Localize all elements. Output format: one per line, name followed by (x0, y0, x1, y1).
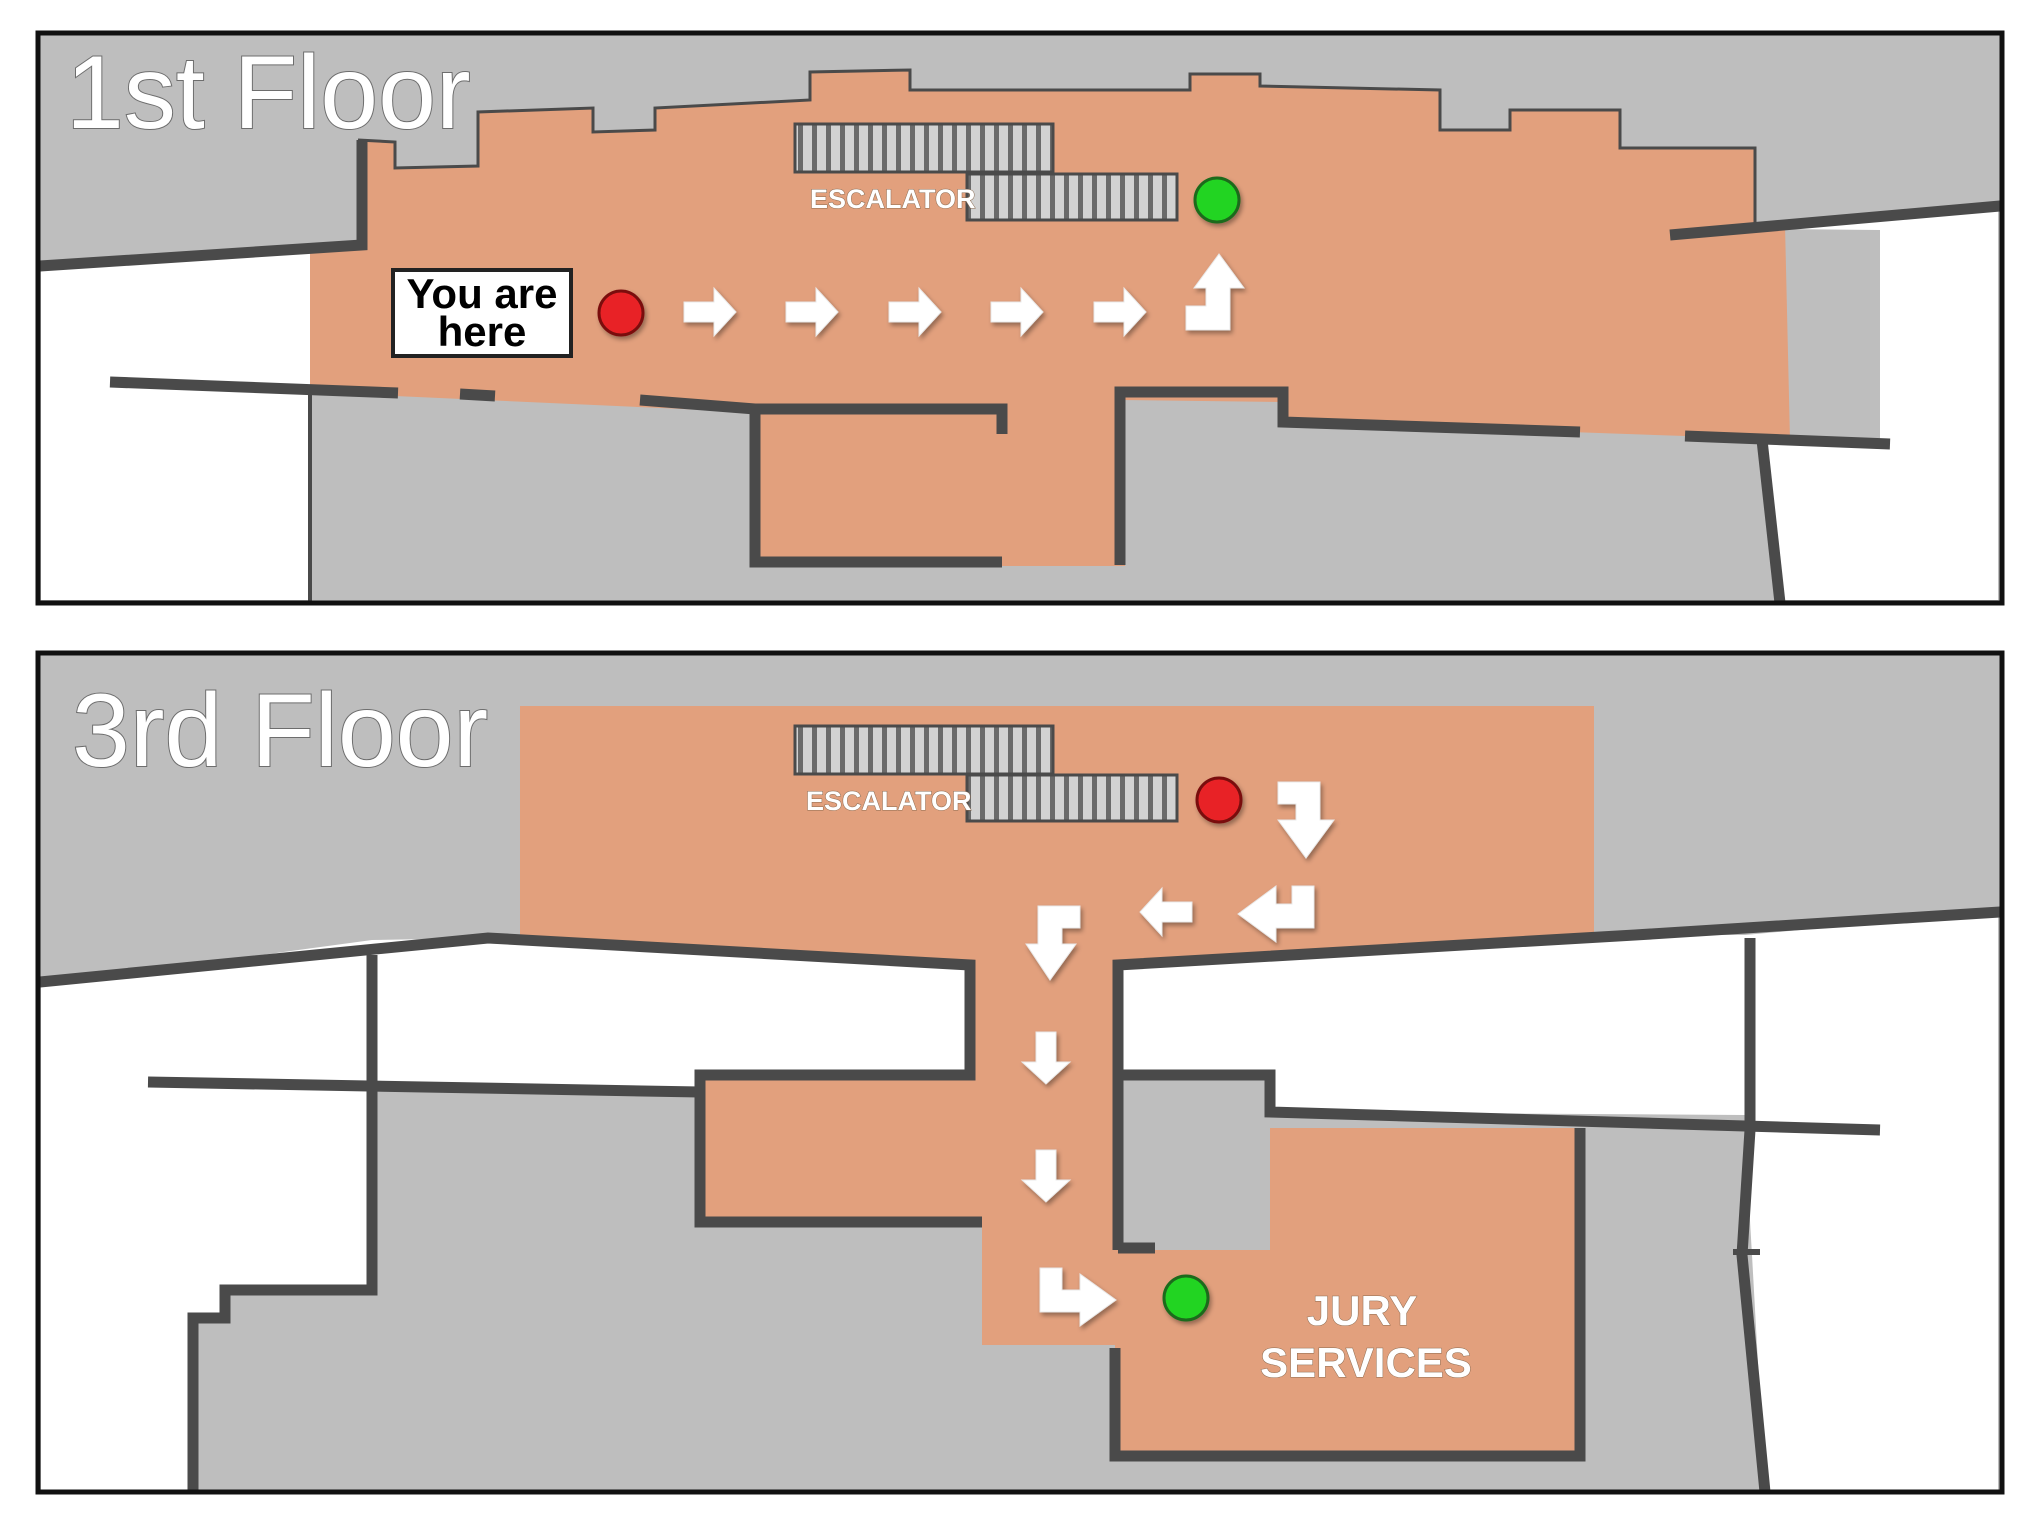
north-wall-right (1112, 906, 2001, 1250)
south-wall-left (109, 376, 399, 399)
escalator-upper-steps (793, 122, 1055, 174)
destination-label-line1: JURY (1307, 1287, 1417, 1334)
escalator-label: ESCALATOR (806, 786, 972, 816)
escalator-lower-steps (965, 773, 1179, 823)
first-floor-walkway (310, 70, 1790, 565)
end-marker-green-dot (1193, 176, 1241, 224)
you-are-here-line2: here (438, 308, 527, 355)
floor-title: 1st Floor (66, 35, 471, 151)
west-wall (187, 955, 378, 1492)
north-wall-left (39, 932, 982, 1228)
open-area-left (41, 248, 310, 600)
room-wall (1118, 1069, 1881, 1136)
north-wall-left (39, 140, 368, 272)
first-floor-panel: ESCALATOR 1st Floor You are here (35, 30, 2005, 606)
start-marker-red-dot (597, 289, 645, 337)
escalator-label: ESCALATOR (810, 184, 976, 214)
east-wall (1756, 439, 1786, 604)
open-area-right (1745, 912, 1998, 1490)
south-wall-mid (639, 394, 1008, 434)
arrow-down-turn-icon (1025, 905, 1081, 981)
escalator-upper-steps (793, 724, 1055, 776)
north-wall-right (1669, 200, 2001, 241)
you-are-here-line1: You are (407, 270, 558, 317)
end-marker-green-dot (1162, 1274, 1210, 1322)
third-floor-walkway (488, 706, 1594, 1455)
arrow-left-turn-icon (1237, 885, 1315, 943)
jury-room-wall (1109, 1128, 1586, 1462)
room-wall (749, 410, 1002, 568)
escalator-lower-steps (965, 172, 1179, 222)
floor-title: 3rd Floor (72, 673, 488, 789)
open-area-mid-left (372, 938, 970, 1088)
start-marker-red-dot (1195, 776, 1243, 824)
open-area-right (1680, 205, 1998, 600)
arrow-up-turn-icon (1185, 253, 1245, 331)
third-floor-panel: ESCALATOR 3rd Floor JURY SERVICES (35, 650, 2005, 1495)
south-wall-far (1684, 430, 1891, 450)
open-area-left-lower (41, 1080, 372, 1490)
south-wall-right (1114, 386, 1581, 565)
east-wall (1736, 938, 1771, 1493)
arrow-right-turn-icon (1039, 1267, 1117, 1327)
arrow-down-turn-icon (1277, 781, 1335, 859)
destination-label-line2: SERVICES (1260, 1339, 1472, 1386)
you-are-here-box (391, 268, 573, 358)
south-wall-left (147, 1076, 701, 1098)
